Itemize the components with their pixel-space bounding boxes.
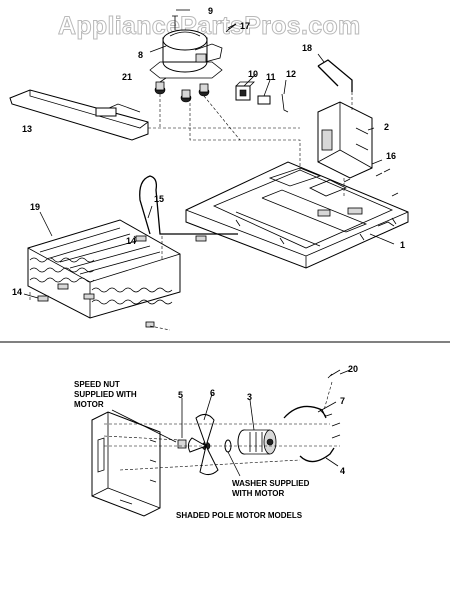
callout-14-upper: 14 (126, 236, 136, 246)
fan-bracket (317, 101, 373, 179)
callout-15: 15 (154, 194, 164, 204)
fan-blade (187, 414, 219, 476)
callout-9: 9 (208, 6, 213, 16)
clip (281, 93, 289, 113)
callout-2: 2 (384, 122, 389, 132)
note-washer-line2: WITH MOTOR (232, 489, 285, 498)
relay (235, 81, 255, 101)
alignment-lines-lower (103, 381, 340, 471)
callout-12: 12 (286, 69, 296, 79)
screws (343, 168, 399, 197)
callout-13: 13 (22, 124, 32, 134)
callout-8: 8 (138, 50, 143, 60)
callout-6: 6 (210, 388, 215, 398)
clips (37, 235, 207, 328)
motor-mount-upper (283, 405, 327, 419)
overload (257, 95, 271, 105)
callout-19: 19 (30, 202, 40, 212)
watermark-text: AppliancePartsPros.com (58, 12, 361, 40)
motor-mount-lower (299, 447, 335, 463)
callout-3: 3 (247, 392, 252, 402)
callout-21: 21 (122, 72, 132, 82)
drain-channel (9, 89, 149, 141)
motor-bracket (91, 411, 161, 517)
note-speed-nut-line1: SPEED NUT (74, 380, 120, 389)
callout-7: 7 (340, 396, 345, 406)
speed-nut (177, 439, 187, 449)
motor-screws (331, 422, 341, 439)
callout-10: 10 (248, 69, 258, 79)
note-speed-nut-line2: SUPPLIED WITH (74, 390, 137, 399)
condenser-coil (27, 219, 181, 319)
diagram-caption: SHADED POLE MOTOR MODELS (176, 511, 303, 520)
callout-16: 16 (386, 151, 396, 161)
callout-17: 17 (240, 21, 250, 31)
note-washer-line1: WASHER SUPPLIED (232, 479, 310, 488)
callout-20: 20 (348, 364, 358, 374)
callout-11: 11 (266, 72, 276, 82)
screw-20 (327, 369, 341, 379)
compressor (149, 29, 223, 79)
alignment-lines (29, 92, 353, 331)
fan-motor (237, 429, 277, 455)
callout-4: 4 (340, 466, 345, 476)
base-pan (185, 161, 409, 269)
callout-1: 1 (400, 240, 405, 250)
callout-18: 18 (302, 43, 312, 53)
wire-bracket (317, 59, 353, 92)
note-speed-nut-line3: MOTOR (74, 400, 104, 409)
grommets (154, 81, 210, 103)
callout-5: 5 (178, 390, 183, 400)
tube (139, 175, 238, 235)
callout-14-lower: 14 (12, 287, 22, 297)
leader-lines-lower (111, 369, 351, 477)
leader-lines (23, 9, 395, 299)
